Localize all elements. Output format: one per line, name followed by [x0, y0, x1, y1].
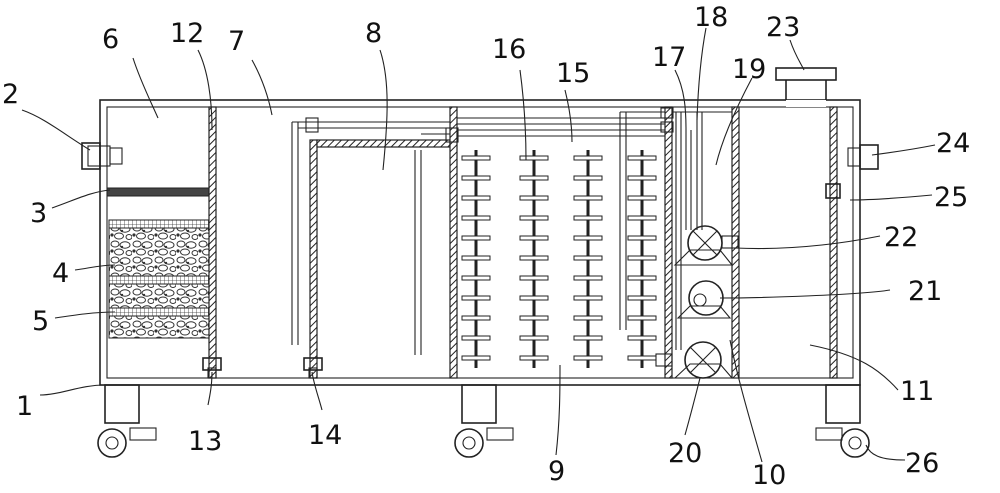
pump-22 [673, 225, 739, 266]
agitator-paddle [461, 335, 491, 341]
filter-section [106, 187, 210, 339]
label-4: 4 [52, 258, 69, 289]
agitator-paddle [573, 195, 603, 201]
label-7: 7 [228, 26, 245, 57]
agitator-paddle [519, 175, 549, 181]
agitator-paddle [573, 255, 603, 261]
agitator-paddle [461, 315, 491, 321]
pump-20 [655, 341, 734, 379]
agitator-paddle [627, 275, 657, 281]
label-8: 8 [365, 18, 382, 49]
label-23: 23 [766, 12, 800, 43]
agitator-paddle [573, 275, 603, 281]
label-26: 26 [905, 448, 939, 479]
dosing-pipes [619, 111, 732, 350]
casters [97, 384, 870, 458]
agitator-paddle [573, 155, 603, 161]
partition-walls [208, 106, 838, 379]
agitator-paddle [519, 335, 549, 341]
agitator-paddle [573, 315, 603, 321]
label-9: 9 [548, 456, 565, 487]
agitator-paddle [519, 195, 549, 201]
number-labels: 1 2 3 4 5 6 7 8 9 10 11 12 13 14 15 16 1… [2, 2, 970, 491]
right-outlet-pipe [847, 144, 879, 170]
pump-21 [676, 280, 732, 319]
agitator-paddle [461, 355, 491, 361]
agitator-paddle [627, 255, 657, 261]
agitator-paddle [519, 255, 549, 261]
agitator-paddle [573, 335, 603, 341]
agitator-paddle [573, 215, 603, 221]
agitator-paddle [461, 295, 491, 301]
label-6: 6 [102, 24, 119, 55]
agitator-paddle [519, 355, 549, 361]
agitator-paddle [573, 235, 603, 241]
agitator-paddle [627, 195, 657, 201]
header-pipes [457, 107, 674, 137]
label-24: 24 [936, 128, 970, 159]
valve-25 [825, 183, 841, 199]
agitator-paddle [519, 215, 549, 221]
agitator-paddle [519, 155, 549, 161]
caster-middle [454, 384, 514, 458]
label-18: 18 [694, 2, 728, 33]
agitator-paddle [627, 355, 657, 361]
caster-right [815, 384, 870, 458]
agitator-paddle [627, 315, 657, 321]
agitator-paddle [461, 255, 491, 261]
label-14: 14 [308, 420, 342, 451]
chamber-7-pipe [291, 117, 450, 345]
label-22: 22 [884, 222, 918, 253]
agitator-paddle [573, 295, 603, 301]
top-outlet-pipe [775, 67, 837, 107]
agitator-paddle [519, 275, 549, 281]
leader-lines [21, 27, 936, 463]
agitator-paddle [519, 295, 549, 301]
agitator-paddle [627, 175, 657, 181]
label-25: 25 [934, 182, 968, 213]
left-inlet-pipe [81, 142, 123, 170]
agitator-paddle [461, 155, 491, 161]
chamber-8-pipe [414, 127, 459, 355]
agitator-paddle [461, 235, 491, 241]
label-16: 16 [492, 34, 526, 65]
agitator-paddle [573, 175, 603, 181]
label-10: 10 [752, 460, 786, 491]
label-17: 17 [652, 42, 686, 73]
bottom-valves [202, 357, 323, 379]
agitator-paddle [627, 235, 657, 241]
agitator-paddle [627, 335, 657, 341]
agitator-paddle [573, 355, 603, 361]
label-13: 13 [188, 426, 222, 457]
agitator-paddle [627, 215, 657, 221]
agitator-shafts [461, 150, 657, 368]
label-11: 11 [900, 376, 934, 407]
label-2: 2 [2, 79, 19, 110]
label-15: 15 [556, 58, 590, 89]
agitator-paddle [461, 275, 491, 281]
agitator-paddle [461, 215, 491, 221]
label-12: 12 [170, 18, 204, 49]
agitator-paddle [461, 175, 491, 181]
label-20: 20 [668, 438, 702, 469]
label-21: 21 [908, 276, 942, 307]
label-19: 19 [732, 54, 766, 85]
agitator-paddle [461, 195, 491, 201]
agitator-paddle [627, 295, 657, 301]
caster-left [97, 384, 157, 458]
agitator-paddle [519, 315, 549, 321]
agitator-paddle [519, 235, 549, 241]
agitator-paddle [627, 155, 657, 161]
label-3: 3 [30, 198, 47, 229]
label-1: 1 [16, 391, 33, 422]
label-5: 5 [32, 306, 49, 337]
